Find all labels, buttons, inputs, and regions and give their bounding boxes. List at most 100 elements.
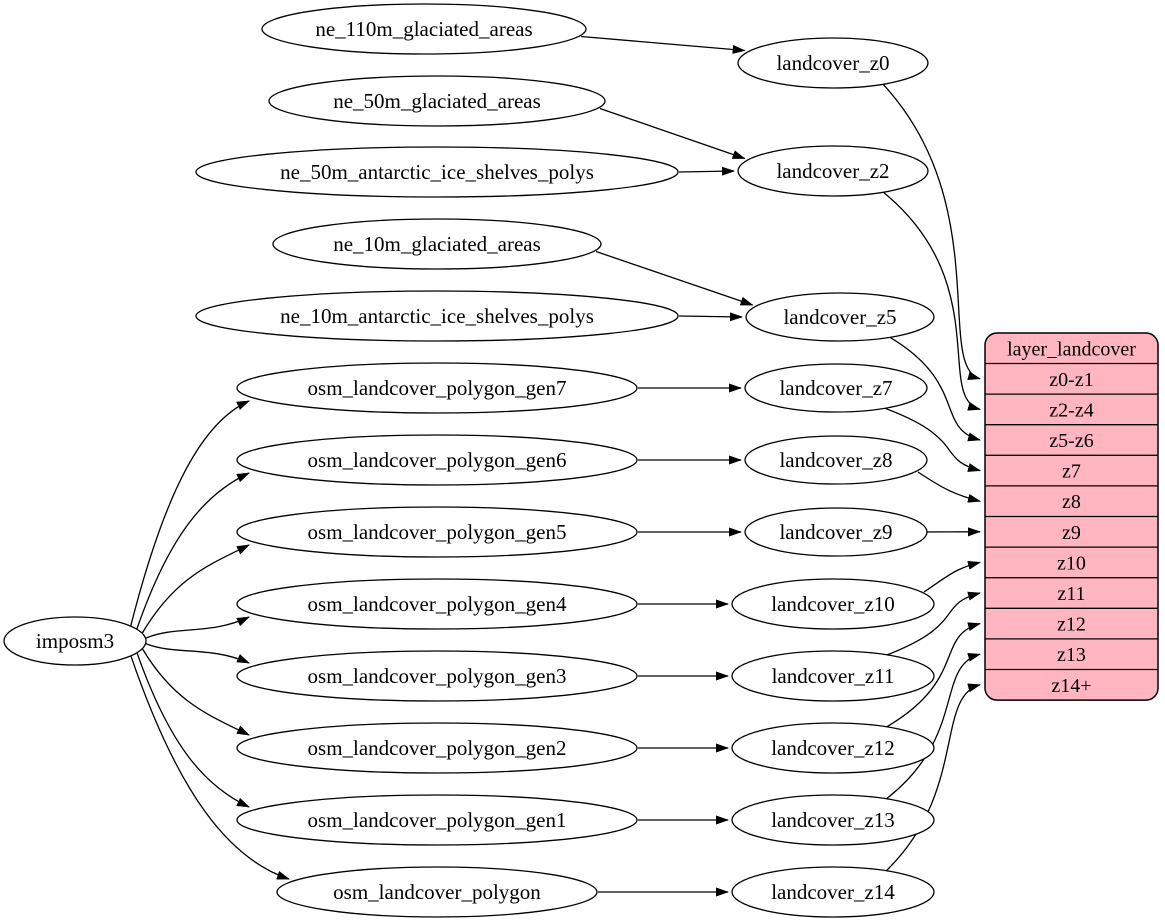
node-label-ne_110m_glaciated_areas: ne_110m_glaciated_areas [315, 17, 532, 41]
nodes-layer: imposm3 ne_110m_glaciated_areas ne_50m_gla… [3, 3, 935, 918]
node-label-landcover_z13: landcover_z13 [771, 808, 895, 832]
node-ellipse-landcover_z2 [737, 145, 929, 197]
node-ne_10m_antarctic_ice_shelves_polys: ne_10m_antarctic_ice_shelves_polys [195, 290, 679, 342]
node-ellipse-ne_10m_antarctic_ice_shelves_polys [195, 290, 679, 342]
edge-imposm3-to-osm_landcover_polygon_gen2 [141, 648, 250, 736]
node-label-osm_landcover_polygon_gen4: osm_landcover_polygon_gen4 [308, 592, 567, 616]
node-landcover_z14: landcover_z14 [731, 866, 935, 918]
table-row: z2-z4 [1049, 399, 1093, 421]
node-label-landcover_z2: landcover_z2 [776, 159, 889, 183]
node-ellipse-osm_landcover_polygon_gen4 [236, 578, 638, 630]
table-layer: layer_landcoverz0-z1z2-z4z5-z6z7z8z9z10z… [984, 332, 1159, 701]
table-header: layer_landcover [1007, 338, 1136, 360]
node-landcover_z13: landcover_z13 [731, 794, 935, 846]
edge-landcover_z11-to-row-z11 [885, 591, 981, 657]
edge-landcover_z13-to-row-z13 [885, 652, 981, 801]
edge-imposm3-to-osm_landcover_polygon_gen5 [141, 544, 250, 634]
node-osm_landcover_polygon_gen1: osm_landcover_polygon_gen1 [236, 794, 638, 846]
node-ellipse-landcover_z12 [731, 722, 935, 774]
node-ellipse-imposm3 [3, 616, 147, 666]
table-row: z14+ [1051, 675, 1091, 697]
node-osm_landcover_polygon_gen4: osm_landcover_polygon_gen4 [236, 578, 638, 630]
node-ellipse-osm_landcover_polygon_gen5 [236, 506, 638, 558]
edge-landcover_z12-to-row-z12 [885, 622, 981, 729]
node-osm_landcover_polygon_gen2: osm_landcover_polygon_gen2 [236, 722, 638, 774]
node-label-osm_landcover_polygon: osm_landcover_polygon [333, 880, 541, 904]
node-label-ne_50m_antarctic_ice_shelves_polys: ne_50m_antarctic_ice_shelves_polys [280, 160, 594, 184]
node-ne_110m_glaciated_areas: ne_110m_glaciated_areas [261, 3, 587, 55]
node-ellipse-landcover_z11 [731, 650, 935, 702]
node-ellipse-landcover_z13 [731, 794, 935, 846]
table-row: z7 [1062, 461, 1081, 483]
table-row: z9 [1062, 522, 1081, 544]
node-label-landcover_z10: landcover_z10 [771, 592, 895, 616]
node-imposm3: imposm3 [3, 616, 147, 666]
node-landcover_z11: landcover_z11 [731, 650, 935, 702]
edge-ne_10m_antarctic_ice_shelves_polys-to-landcover_z5 [678, 312, 743, 322]
node-landcover_z9: landcover_z9 [744, 507, 928, 557]
node-ellipse-osm_landcover_polygon_gen2 [236, 722, 638, 774]
node-ellipse-landcover_z7 [744, 363, 928, 413]
table-row: z0-z1 [1049, 369, 1093, 391]
node-ellipse-osm_landcover_polygon_gen7 [236, 362, 638, 414]
node-ellipse-landcover_z10 [731, 578, 935, 630]
node-landcover_z7: landcover_z7 [744, 363, 928, 413]
edge-ne_110m_glaciated_areas-to-landcover_z0 [581, 35, 746, 54]
edge-imposm3-to-osm_landcover_polygon_gen6 [136, 472, 250, 630]
edge-imposm3-to-osm_landcover_polygon [130, 655, 290, 880]
node-ellipse-ne_110m_glaciated_areas [261, 3, 587, 55]
node-label-osm_landcover_polygon_gen6: osm_landcover_polygon_gen6 [308, 448, 567, 472]
node-ellipse-landcover_z14 [731, 866, 935, 918]
node-ellipse-landcover_z5 [745, 292, 935, 342]
edge-imposm3-to-osm_landcover_polygon_gen7 [130, 400, 250, 627]
node-landcover_z12: landcover_z12 [731, 722, 935, 774]
edges-layer [130, 35, 981, 897]
edge-landcover_z7-to-row-z7 [883, 407, 981, 472]
node-ne_50m_antarctic_ice_shelves_polys: ne_50m_antarctic_ice_shelves_polys [195, 146, 679, 198]
node-label-landcover_z11: landcover_z11 [772, 664, 895, 688]
node-landcover_z10: landcover_z10 [731, 578, 935, 630]
node-label-ne_10m_antarctic_ice_shelves_polys: ne_10m_antarctic_ice_shelves_polys [280, 304, 594, 328]
edge-landcover_z5-to-row-z5-z6 [888, 336, 981, 442]
node-label-landcover_z9: landcover_z9 [779, 520, 892, 544]
node-landcover_z5: landcover_z5 [745, 292, 935, 342]
node-label-osm_landcover_polygon_gen7: osm_landcover_polygon_gen7 [308, 376, 567, 400]
node-landcover_z2: landcover_z2 [737, 145, 929, 197]
edge-landcover_z0-to-row-z0-z1 [881, 83, 981, 381]
edge-landcover_z10-to-row-z10 [923, 560, 981, 593]
node-label-osm_landcover_polygon_gen2: osm_landcover_polygon_gen2 [308, 736, 567, 760]
node-ellipse-osm_landcover_polygon_gen3 [236, 650, 638, 702]
node-ellipse-landcover_z8 [744, 435, 928, 485]
node-landcover_z0: landcover_z0 [737, 37, 929, 89]
node-label-osm_landcover_polygon_gen5: osm_landcover_polygon_gen5 [308, 520, 567, 544]
node-landcover_z8: landcover_z8 [744, 435, 928, 485]
node-label-landcover_z14: landcover_z14 [771, 880, 895, 904]
edge-landcover_z8-to-row-z8 [917, 471, 981, 503]
node-ellipse-landcover_z9 [744, 507, 928, 557]
node-label-landcover_z0: landcover_z0 [776, 51, 889, 75]
node-ellipse-osm_landcover_polygon_gen6 [236, 434, 638, 486]
edge-imposm3-to-osm_landcover_polygon_gen1 [136, 652, 250, 808]
node-ne_50m_glaciated_areas: ne_50m_glaciated_areas [268, 75, 606, 127]
node-label-osm_landcover_polygon_gen3: osm_landcover_polygon_gen3 [308, 664, 567, 688]
node-label-imposm3: imposm3 [36, 629, 114, 653]
layer-landcover-table: layer_landcoverz0-z1z2-z4z5-z6z7z8z9z10z… [984, 332, 1159, 701]
table-row: z13 [1057, 644, 1086, 666]
table-row: z11 [1057, 583, 1085, 605]
edge-landcover_z2-to-row-z2-z4 [881, 190, 981, 411]
node-osm_landcover_polygon_gen6: osm_landcover_polygon_gen6 [236, 434, 638, 486]
node-osm_landcover_polygon_gen5: osm_landcover_polygon_gen5 [236, 506, 638, 558]
node-label-landcover_z7: landcover_z7 [779, 376, 892, 400]
node-ne_10m_glaciated_areas: ne_10m_glaciated_areas [272, 218, 602, 270]
node-ellipse-ne_10m_glaciated_areas [272, 218, 602, 270]
table-row: z12 [1057, 614, 1086, 636]
node-label-landcover_z12: landcover_z12 [771, 736, 895, 760]
node-label-ne_50m_glaciated_areas: ne_50m_glaciated_areas [333, 89, 541, 113]
node-osm_landcover_polygon_gen7: osm_landcover_polygon_gen7 [236, 362, 638, 414]
node-label-landcover_z8: landcover_z8 [779, 448, 892, 472]
node-label-osm_landcover_polygon_gen1: osm_landcover_polygon_gen1 [308, 808, 567, 832]
table-row: z8 [1062, 491, 1081, 513]
node-osm_landcover_polygon: osm_landcover_polygon [276, 866, 598, 918]
